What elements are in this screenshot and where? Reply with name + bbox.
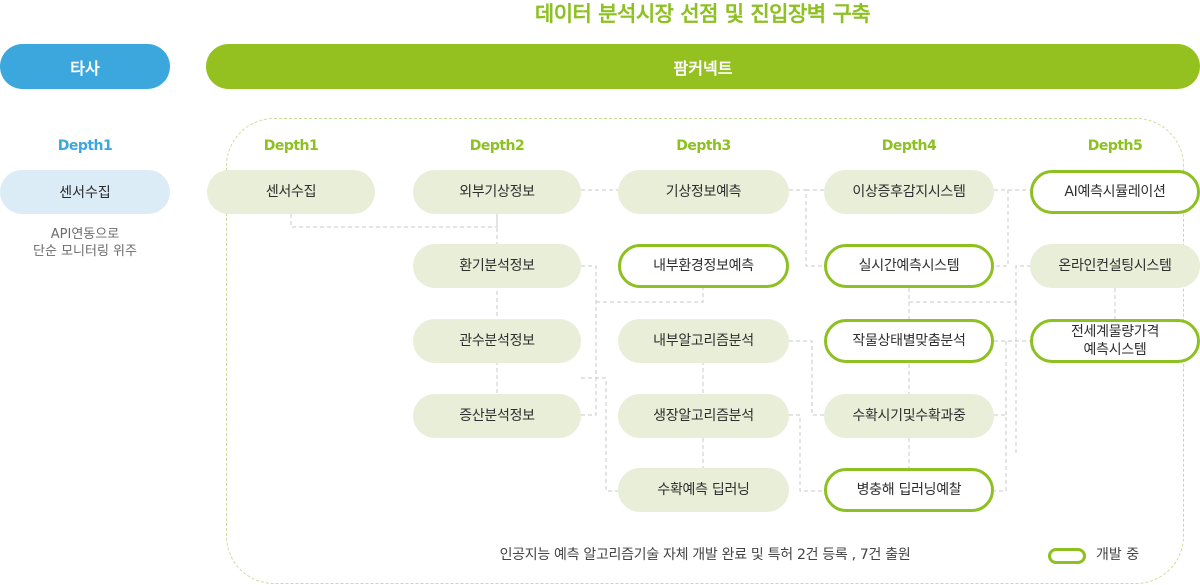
- node-pest-deep-learning: 병충해 딥러닝예찰: [824, 468, 994, 512]
- farmconnect-header: 팜커넥트: [206, 44, 1200, 89]
- node-anomaly-detection: 이상증후감지시스템: [824, 170, 994, 214]
- connector-d4-d5-bus: [909, 265, 1030, 303]
- node-online-consulting: 온라인컨설팅시스템: [1030, 244, 1200, 288]
- node-irrigation-analysis: 관수분석정보: [413, 319, 581, 363]
- node-weather-forecast: 기상정보예측: [618, 170, 789, 214]
- competitor-description-line-2: 단순 모니터링 위주: [33, 244, 137, 259]
- node-ventilation-analysis: 환기분석정보: [413, 244, 581, 288]
- competitor-depth-label: Depth1: [57, 138, 113, 154]
- node-transpiration-analysis: 증산분석정보: [413, 394, 581, 438]
- node-crop-state-analysis: 작물상태별맞춤분석: [824, 319, 994, 363]
- connector-d1-d2: [290, 214, 498, 228]
- footer-note: 인공지능 예측 알고리즘기술 자체 개발 완료 및 특허 2건 등록 , 7건 …: [499, 547, 911, 563]
- node-global-price-forecast: 전세계물량가격 예측시스템: [1030, 319, 1200, 363]
- connector-d2-d3-bus: [596, 288, 704, 303]
- node-global-price-line-2: 예측시스템: [1083, 342, 1147, 358]
- depth3-label: Depth3: [676, 138, 731, 154]
- connector-d4-d5-upper: [994, 189, 1009, 267]
- node-harvest-timing: 수확시기및수확과중: [824, 394, 994, 438]
- legend-in-development-label: 개발 중: [1096, 547, 1140, 563]
- node-global-price-line-1: 전세계물량가격: [1070, 324, 1160, 340]
- competitor-header: 타사: [0, 44, 170, 89]
- node-sensor-collection: 센서수집: [207, 170, 375, 214]
- competitor-sensor-node: 센서수집: [0, 170, 170, 214]
- node-internal-algorithm: 내부알고리즘분석: [618, 319, 789, 363]
- node-external-weather: 외부기상정보: [413, 170, 581, 214]
- connector-d2-d3-harvest: [581, 377, 618, 492]
- node-ai-simulation: AI예측시뮬레이션: [1030, 170, 1200, 214]
- competitor-description: API연동으로 단순 모니터링 위주: [0, 226, 170, 260]
- depth4-label: Depth4: [881, 138, 937, 154]
- node-internal-env-forecast: 내부환경정보예측: [618, 244, 789, 288]
- legend-in-development-swatch: [1048, 548, 1086, 564]
- node-harvest-deep-learning: 수확예측 딥러닝: [618, 468, 789, 512]
- competitor-description-line-1: API연동으로: [50, 227, 120, 242]
- page-title: 데이터 분석시장 선점 및 진입장벽 구축: [534, 2, 871, 26]
- node-growth-algorithm: 생장알고리즘분석: [618, 394, 789, 438]
- depth5-label: Depth5: [1087, 138, 1143, 154]
- depth1-label: Depth1: [263, 138, 319, 154]
- depth2-label: Depth2: [469, 138, 525, 154]
- connector-d2-d3-env: [581, 265, 597, 416]
- node-realtime-forecast: 실시간예측시스템: [824, 244, 994, 288]
- connector-d3-d4-crop: [789, 340, 824, 416]
- connector-d3-d4-pest: [789, 414, 824, 492]
- connector-d4-d5-lower: [994, 341, 1007, 492]
- connector-d3-d4-top: [789, 189, 824, 267]
